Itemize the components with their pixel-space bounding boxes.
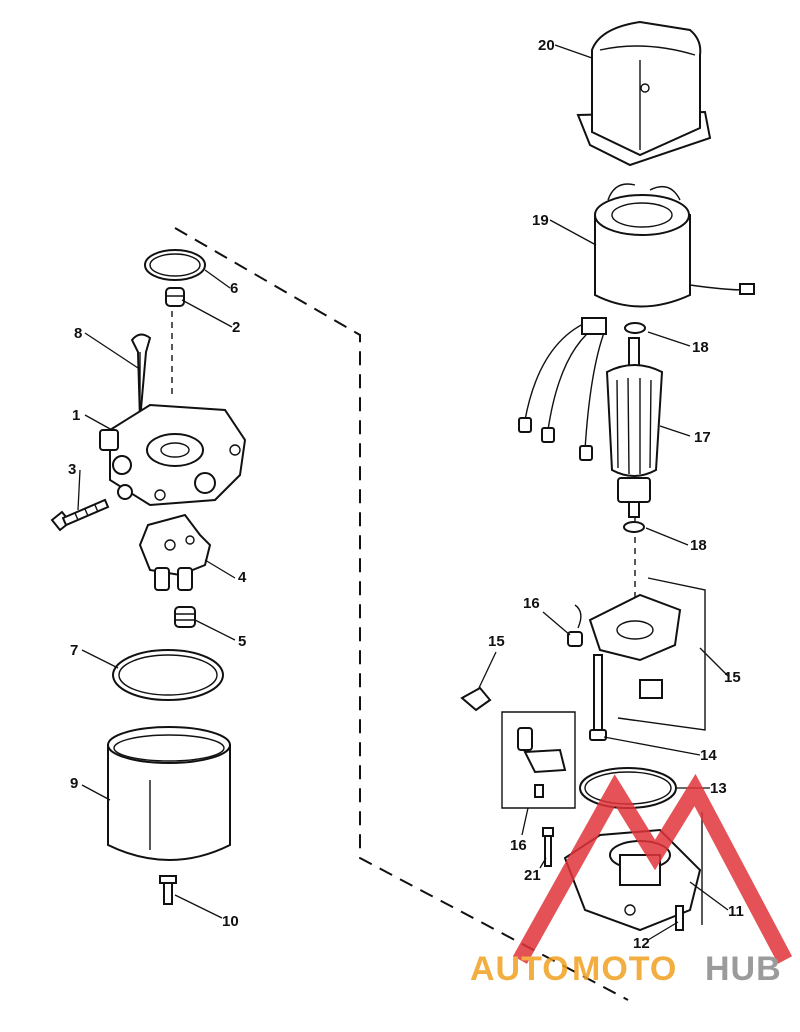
part-15-clip	[460, 686, 492, 712]
part-1-pump-body	[99, 403, 247, 507]
callout-18-top: 18	[692, 339, 709, 356]
callout-8: 8	[74, 325, 82, 342]
callout-7: 7	[70, 642, 78, 659]
part-17-armature	[605, 337, 664, 518]
part-8-dipstick	[130, 333, 152, 421]
watermark-triangle	[513, 773, 793, 964]
part-6-o-ring	[144, 249, 206, 281]
callout-3: 3	[68, 461, 76, 478]
watermark-logo: AUTO MOTO HUB	[470, 773, 793, 988]
part-9-reservoir	[107, 726, 231, 861]
callout-18-bottom: 18	[690, 537, 707, 554]
part-2-plug	[165, 287, 185, 307]
callout-2: 2	[232, 319, 240, 336]
callout-20: 20	[538, 37, 555, 54]
part-15-bracket-line	[617, 577, 706, 731]
part-19-field-frame	[518, 183, 755, 461]
callout-5: 5	[238, 633, 246, 650]
callout-6: 6	[230, 280, 238, 297]
part-10-screw	[159, 875, 177, 905]
part-3-screw	[50, 498, 110, 532]
part-20-motor-cover	[576, 20, 712, 167]
watermark-text-moto: MOTO	[572, 950, 677, 988]
callout-21: 21	[524, 867, 541, 884]
callout-13: 13	[710, 780, 727, 797]
watermark-text-auto: AUTO	[470, 950, 570, 988]
part-14-bolt	[589, 654, 607, 741]
callout-10: 10	[222, 913, 239, 930]
callout-15-clip: 15	[488, 633, 505, 650]
leader-lines	[77, 44, 729, 941]
callout-labels: 1 2 3 4 5 6 7 8 9 10 11 12 13 14 15 15 1…	[68, 37, 744, 952]
part-4-valve-block	[138, 513, 212, 591]
callout-15-plate: 15	[724, 669, 741, 686]
callout-4: 4	[238, 569, 247, 586]
part-16-switch-box	[501, 711, 576, 809]
part-18-washer-bottom	[623, 521, 645, 533]
part-5-fitting	[174, 606, 196, 628]
part-18-washer-top	[624, 322, 646, 334]
callout-17: 17	[694, 429, 711, 446]
part-16-switch	[567, 604, 583, 647]
part-7-o-ring	[112, 649, 224, 701]
callout-16-switch: 16	[523, 595, 540, 612]
callout-11: 11	[728, 903, 744, 920]
part-15-brush-plate	[588, 593, 682, 699]
watermark-text-hub: HUB	[705, 950, 782, 988]
callout-16-box: 16	[510, 837, 527, 854]
part-21-screw	[542, 827, 554, 867]
callout-9: 9	[70, 775, 78, 792]
part-12-screw	[675, 905, 684, 931]
callout-14: 14	[700, 747, 717, 764]
callout-1: 1	[72, 407, 80, 424]
callout-19: 19	[532, 212, 549, 229]
callout-12: 12	[633, 935, 650, 952]
